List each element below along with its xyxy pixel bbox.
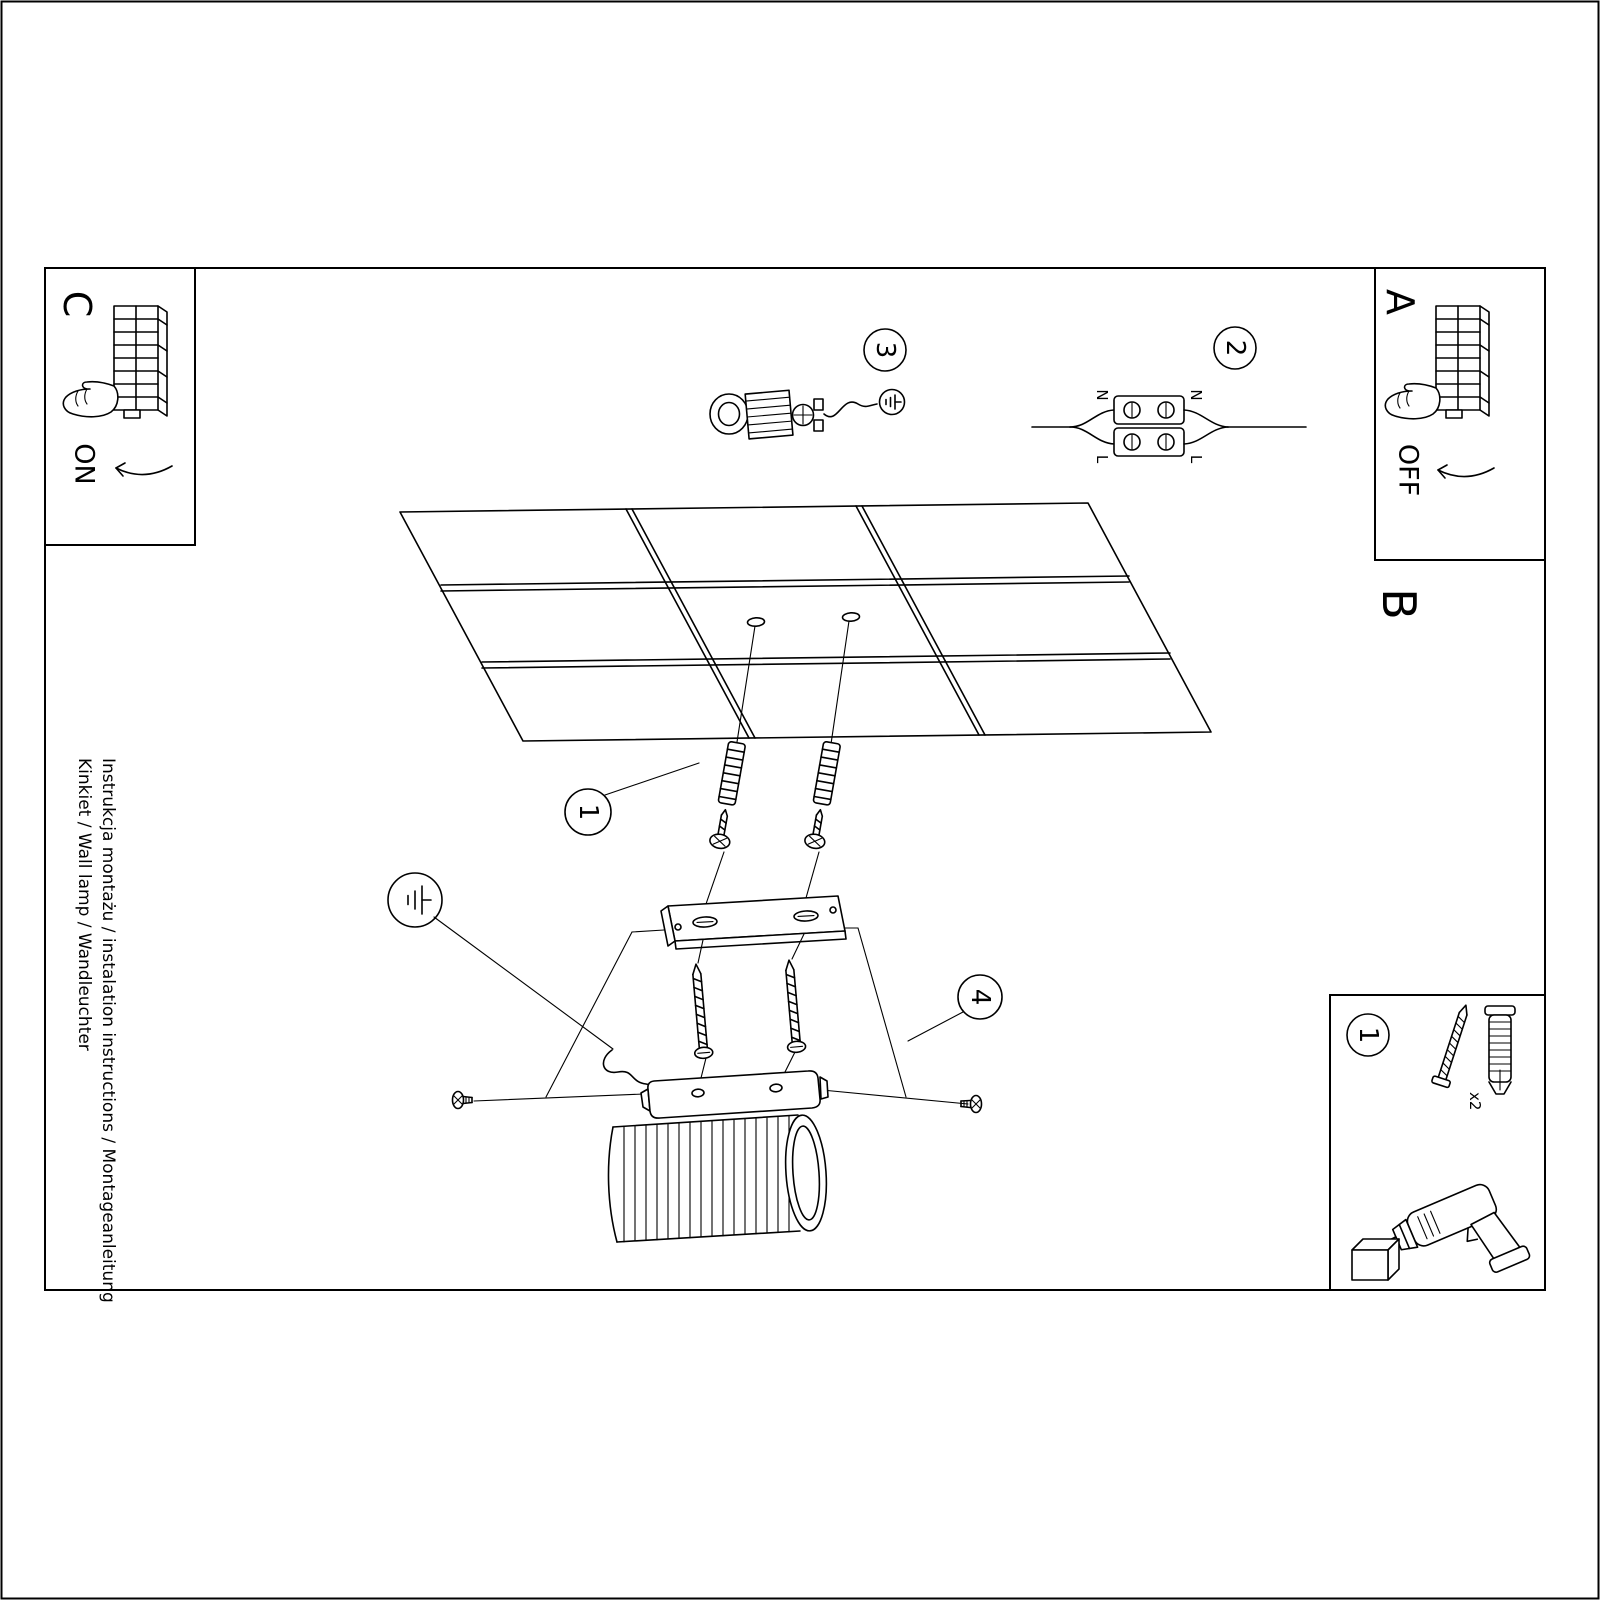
drill-hole-2: [841, 611, 861, 623]
screw-tip: [815, 808, 824, 818]
wire-label-n-left: N: [1093, 389, 1111, 400]
step-1-circle: [564, 788, 612, 836]
step-1-leader: [604, 762, 700, 796]
ground-symbol-small-icon: [878, 388, 906, 416]
switch-block-icon: [113, 305, 168, 419]
step-4-number: 4: [965, 989, 995, 1006]
step-4-circle: [957, 974, 1003, 1020]
lamp-mounting-plate: [640, 1070, 829, 1119]
footer-line-2: Kinkiet / Wall lamp / Wandleuchter: [74, 758, 94, 1051]
hand-icon: [62, 380, 119, 418]
wire-label-n-right: N: [1187, 389, 1205, 400]
section-c: C ON: [55, 291, 173, 485]
section-c-box: [44, 267, 196, 546]
lamp-wire: [602, 1049, 657, 1087]
step-2: 2 N L N L: [1031, 326, 1307, 464]
quantity-label: x2: [1466, 1092, 1484, 1110]
footer: Instrukcja montażu / instalation instruc…: [74, 758, 118, 1303]
section-a: A OFF: [1378, 289, 1495, 496]
off-arrow-icon: [1437, 464, 1495, 479]
lamp-holder-icon: [709, 389, 878, 440]
on-arrow-icon: [115, 462, 173, 477]
step-3-number: 3: [870, 342, 900, 359]
wire-connector-icon: [1031, 395, 1307, 457]
section-a-label: A: [1378, 289, 1422, 315]
lamp: [602, 1049, 829, 1243]
wall-plug-assembly-2: [804, 620, 850, 850]
accessories-step-circle: [1346, 1013, 1390, 1057]
accessory-screw-icon: [1431, 1004, 1468, 1089]
wire-label-l-left: L: [1093, 455, 1111, 464]
lamp-body: [607, 1114, 828, 1243]
wall-plug-assembly-1: [709, 625, 756, 850]
step-4-leader: [907, 1011, 964, 1042]
wire-label-l-right: L: [1187, 455, 1205, 464]
step-1-number: 1: [573, 804, 603, 821]
accessories-step-number: 1: [1353, 1027, 1383, 1044]
screw-tip: [720, 808, 729, 818]
hand-icon: [1384, 382, 1441, 420]
earth-wire: [823, 401, 878, 418]
off-label: OFF: [1393, 444, 1424, 496]
mounting-screw-right: [785, 959, 807, 1054]
step-1: 1: [564, 762, 700, 836]
footer-line-1: Instrukcja montażu / instalation instruc…: [98, 758, 118, 1303]
step-3-circle: [863, 328, 907, 372]
wall-panel-grid: [399, 502, 1212, 742]
main-frame: [44, 267, 1546, 1291]
mounting-bracket: [660, 851, 847, 964]
step-4: 4: [907, 974, 1003, 1042]
accessories-box: [1329, 994, 1546, 1291]
ground-leader: [433, 916, 614, 1050]
section-a-box: [1374, 267, 1546, 561]
side-screw-right: [960, 1094, 983, 1114]
step-3: 3: [709, 328, 907, 440]
section-b-label: B: [1372, 588, 1426, 620]
accessory-wall-plug-icon: [1484, 1005, 1516, 1095]
side-screw-left: [451, 1090, 473, 1110]
switch-block-icon: [1435, 305, 1490, 419]
on-label: ON: [69, 443, 100, 484]
mounting-screw-left: [692, 963, 714, 1060]
drill-hole-1: [746, 616, 766, 628]
box-icon: [1351, 1238, 1400, 1281]
step-2-number: 2: [1220, 340, 1250, 357]
section-c-label: C: [55, 291, 99, 318]
ground-symbol-large-icon: [387, 872, 614, 1050]
step-2-circle: [1213, 326, 1257, 370]
accessories: 1 x2: [1346, 1004, 1531, 1281]
